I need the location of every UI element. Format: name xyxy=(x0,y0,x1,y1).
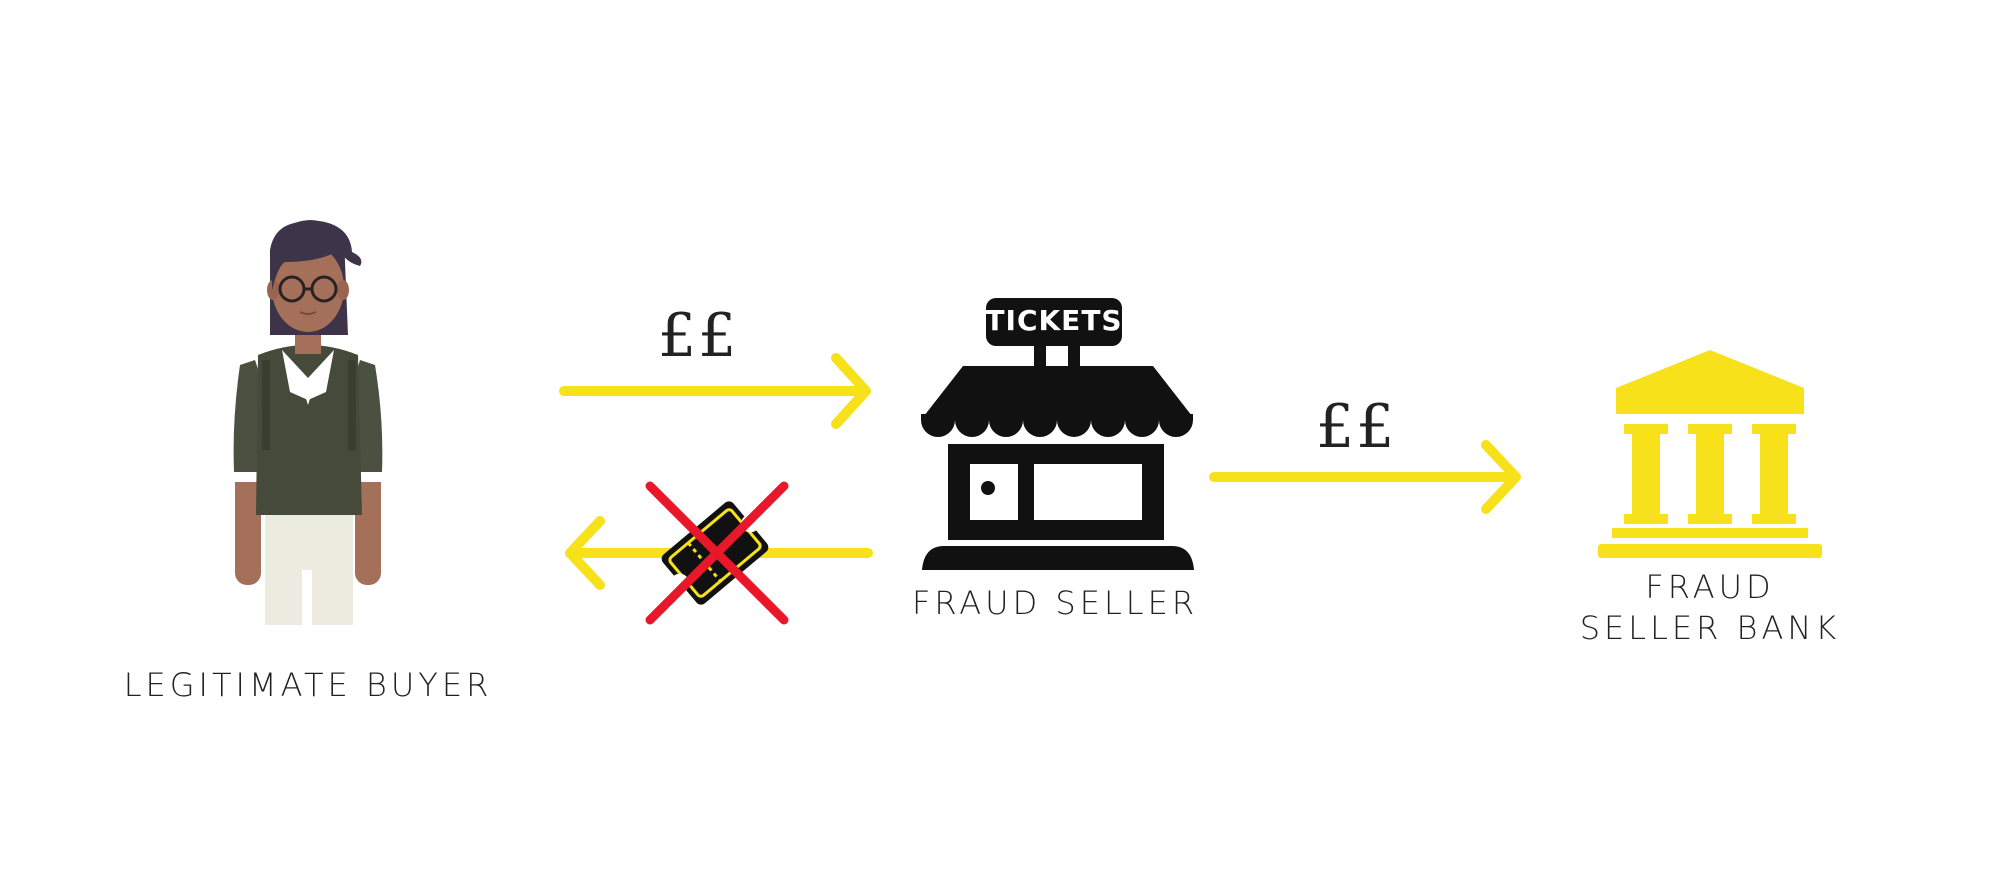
buyer-label: LEGITIMATE BUYER xyxy=(123,666,493,704)
bank-label-line1: FRAUD xyxy=(1645,568,1775,606)
bank-icon xyxy=(1598,350,1822,558)
payment-arrow-to-bank xyxy=(1209,440,1521,514)
store-sign-text: TICKETS xyxy=(985,304,1122,337)
storefront-icon xyxy=(921,298,1194,570)
store-sign xyxy=(986,298,1122,346)
seller-label: FRAUD SELLER xyxy=(911,584,1199,622)
crossed-ticket-icon xyxy=(645,481,789,625)
person-icon xyxy=(233,220,383,625)
payment-amount-to-bank: ££ xyxy=(1316,392,1397,462)
bank-label-line2: SELLER BANK xyxy=(1579,609,1841,647)
payment-amount-to-seller: ££ xyxy=(658,301,739,371)
payment-arrow-to-seller xyxy=(559,353,871,429)
